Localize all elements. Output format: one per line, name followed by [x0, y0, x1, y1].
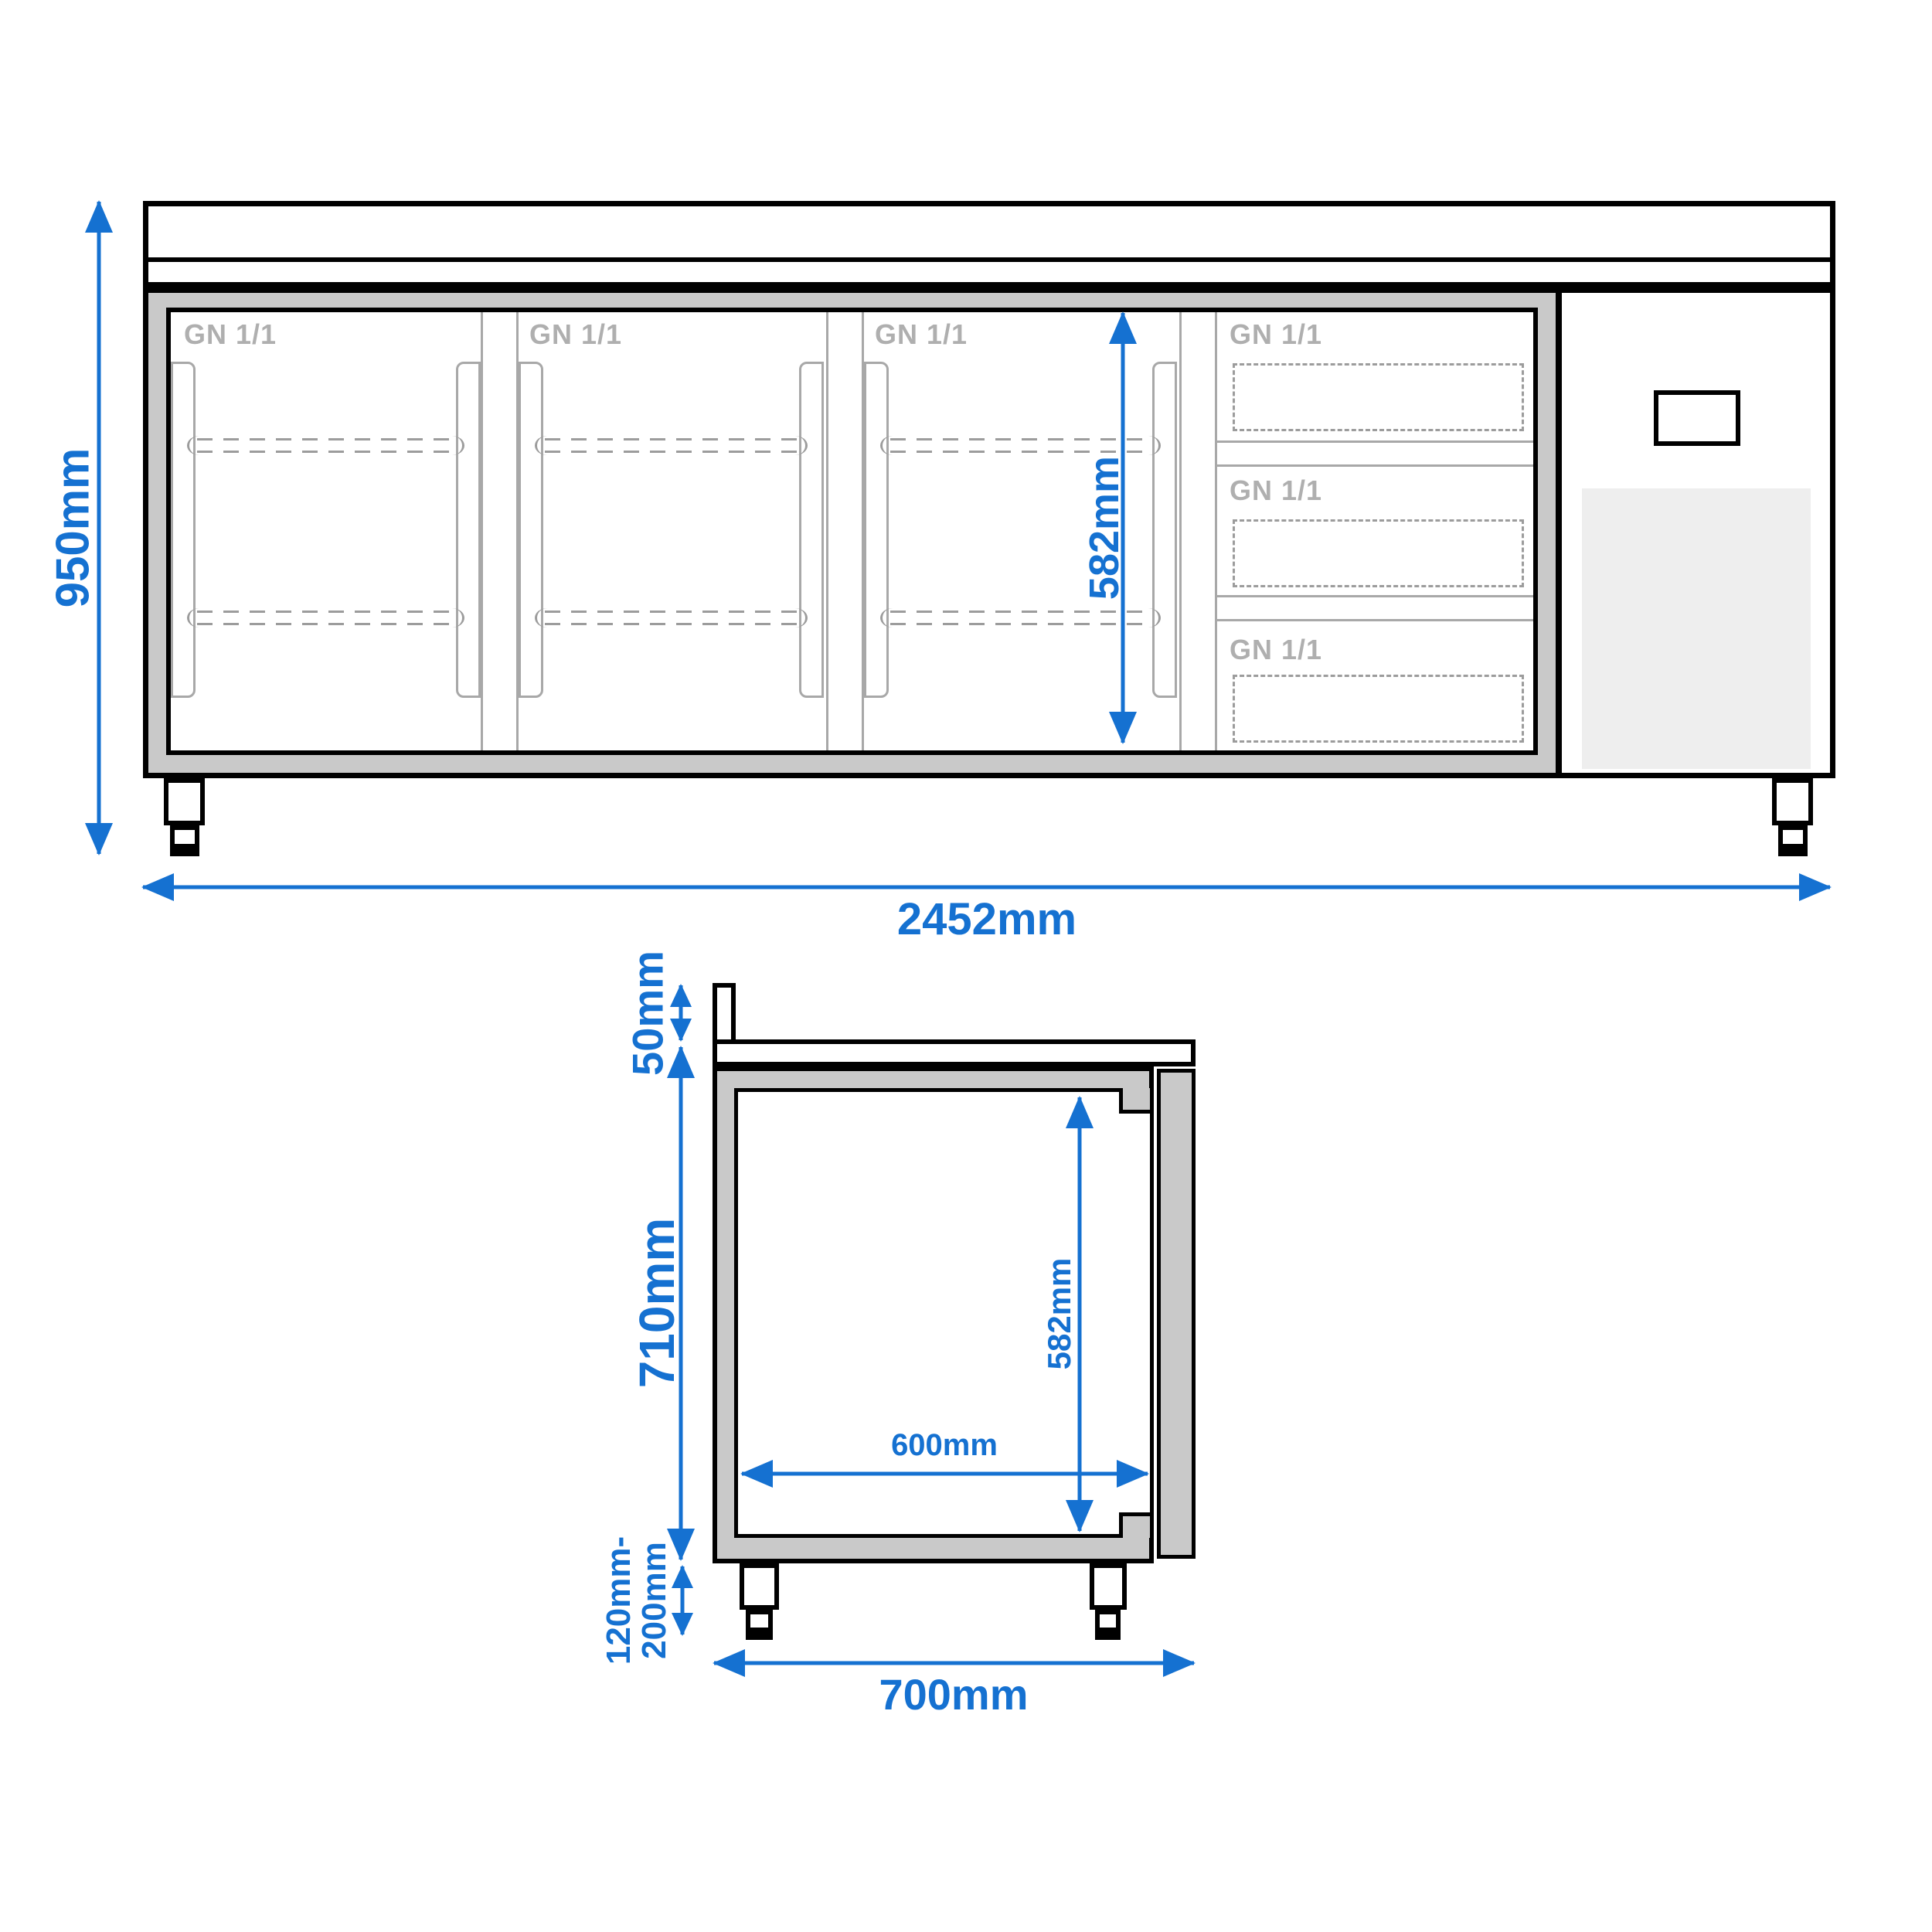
front-right-leg-foot: [1778, 825, 1808, 849]
door-3-label: GN 1/1: [875, 318, 968, 350]
door-3-hinge-bar-left: [864, 362, 889, 698]
drawer-2-label: GN 1/1: [1230, 474, 1323, 506]
depth-dimension-arrow: [713, 1649, 1196, 1677]
door-interior-height-arrow: [1109, 311, 1137, 744]
door-separator-line: [1179, 312, 1182, 750]
door-separator-line: [862, 312, 864, 750]
side-right-leg: [1090, 1563, 1127, 1610]
backsplash-height-label: 50mm: [623, 951, 672, 1076]
height-dimension-label: 950mm: [46, 447, 99, 608]
door-interior-height-label: 582mm: [1081, 455, 1128, 600]
side-left-leg-foot: [746, 1610, 773, 1632]
drawer-divider-line: [1217, 595, 1533, 597]
side-interior-height-label: 582mm: [1041, 1257, 1077, 1370]
worktop: [143, 201, 1835, 287]
door-1-hinge-bar-right: [456, 362, 481, 698]
door-1-hinge-bar-left: [171, 362, 196, 698]
door-frame-step-bottom: [1119, 1512, 1150, 1538]
drawer-1-label: GN 1/1: [1230, 318, 1323, 350]
drawer-3-label: GN 1/1: [1230, 634, 1323, 665]
drawer-3-pan-outline: [1233, 675, 1524, 743]
leg-height-label: 120mm- 200mm: [599, 1536, 673, 1665]
door-separator-line: [826, 312, 828, 750]
side-left-leg-pad: [746, 1631, 773, 1640]
side-right-leg-pad: [1095, 1631, 1121, 1640]
body-height-arrow: [667, 1046, 695, 1561]
front-right-leg-pad: [1778, 847, 1808, 856]
door-1-label: GN 1/1: [184, 318, 277, 350]
door-2-shelf-upper: [535, 436, 808, 455]
door-2-hinge-bar-left: [519, 362, 543, 698]
refrigerated-compartment: [166, 308, 1538, 755]
door-2-label: GN 1/1: [529, 318, 623, 350]
front-left-leg: [164, 778, 205, 825]
leg-height-arrow: [668, 1565, 696, 1636]
door-1-shelf-upper: [187, 436, 464, 455]
front-right-leg: [1772, 778, 1813, 825]
door-separator-line: [1215, 312, 1217, 750]
door-1-shelf-lower: [187, 608, 464, 628]
door-3-shelf-upper: [880, 436, 1161, 455]
door-2-shelf-lower: [535, 608, 808, 628]
width-dimension-label: 2452mm: [896, 894, 1077, 944]
drawer-divider-line: [1217, 464, 1533, 467]
side-left-leg: [740, 1563, 779, 1610]
leg-height-line1: 120mm-: [599, 1536, 638, 1665]
width-dimension-arrow: [141, 873, 1832, 901]
door-separator-line: [481, 312, 483, 750]
side-interior-height-arrow: [1066, 1096, 1094, 1532]
backsplash: [713, 983, 736, 1044]
machine-compartment-partition: [1556, 287, 1562, 778]
leg-height-line2: 200mm: [635, 1542, 673, 1659]
backsplash-height-arrow: [667, 984, 695, 1042]
body-height-label: 710mm: [629, 1217, 685, 1389]
drawer-1-pan-outline: [1233, 363, 1524, 431]
ventilation-grille: [1582, 488, 1811, 769]
drawer-divider-line: [1217, 440, 1533, 443]
side-interior: [734, 1088, 1154, 1538]
control-panel: [1654, 390, 1740, 446]
door-3-shelf-lower: [880, 608, 1161, 628]
worktop-edge-line: [148, 257, 1830, 262]
door-2-hinge-bar-right: [799, 362, 824, 698]
depth-dimension-label: 700mm: [879, 1670, 1029, 1719]
drawer-divider-line: [1217, 619, 1533, 621]
height-dimension-arrow: [85, 200, 113, 855]
front-left-leg-pad: [170, 847, 199, 856]
side-worktop: [713, 1039, 1196, 1066]
side-door-panel: [1157, 1069, 1196, 1559]
interior-width-arrow: [740, 1460, 1149, 1488]
side-right-leg-foot: [1095, 1610, 1121, 1632]
door-separator-line: [516, 312, 519, 750]
front-left-leg-foot: [170, 825, 199, 849]
door-frame-step-top: [1119, 1088, 1150, 1114]
interior-width-label: 600mm: [891, 1428, 998, 1462]
door-3-hinge-bar-right: [1152, 362, 1177, 698]
drawer-2-pan-outline: [1233, 519, 1524, 587]
